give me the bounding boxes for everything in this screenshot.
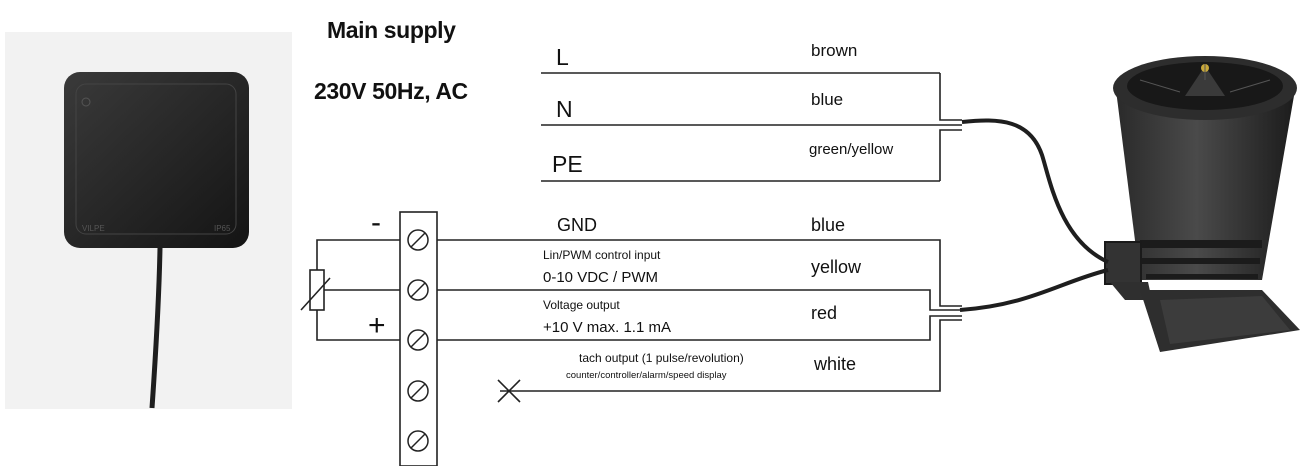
potentiometer <box>309 269 325 311</box>
terminal-label-N: N <box>556 96 573 122</box>
brand-mark: VILPE <box>82 224 105 233</box>
potentiometer-circuit <box>300 239 400 341</box>
tach-output-label: tach output (1 pulse/revolution) <box>579 351 744 365</box>
plus-sign: + <box>368 309 386 342</box>
wire-color-L: brown <box>811 41 858 60</box>
terminal-screw-4 <box>407 380 429 402</box>
wire-color-gnd: blue <box>811 215 846 235</box>
roof-fan-photo <box>1104 56 1300 352</box>
tach-output-uses: counter/controller/alarm/speed display <box>566 370 727 381</box>
minus-sign: - <box>371 206 381 239</box>
voltage-output-label: Voltage output <box>543 298 620 312</box>
potentiometer-wiper <box>300 277 331 311</box>
wire-color-tach-output: white <box>814 354 857 374</box>
ip-rating: IP65 <box>214 224 231 233</box>
gnd-label: GND <box>557 215 597 235</box>
wire-voltage-output <box>437 315 962 341</box>
fan-cable <box>961 118 1109 264</box>
control-input-range: 0-10 VDC / PWM <box>543 269 659 286</box>
wire-color-control-input: yellow <box>811 257 862 277</box>
terminal-label-PE: PE <box>552 151 583 177</box>
junction-box-photo: VILPE IP65 <box>5 32 292 409</box>
mains-wiring <box>541 72 962 182</box>
control-input-label: Lin/PWM control input <box>543 248 661 262</box>
terminal-screw-2 <box>407 279 429 301</box>
main-supply-heading: Main supply <box>327 17 456 43</box>
fan-cable-lower <box>959 268 1109 312</box>
wire-gnd <box>437 239 962 307</box>
terminal-screw-3 <box>407 329 429 351</box>
wire-color-N: blue <box>811 90 844 109</box>
wire-control-input <box>437 289 962 311</box>
terminal-block <box>399 211 438 466</box>
terminal-label-L: L <box>556 44 569 70</box>
supply-voltage-label: 230V 50Hz, AC <box>314 78 468 104</box>
wire-color-voltage-output: red <box>811 303 838 323</box>
wire-tach-output <box>500 319 962 392</box>
wire-color-PE: green/yellow <box>809 141 894 158</box>
terminal-screw-5 <box>407 430 429 452</box>
control-wiring <box>437 239 962 403</box>
terminal-screw-1 <box>407 229 429 251</box>
voltage-output-rating: +10 V max. 1.1 mA <box>543 319 671 336</box>
